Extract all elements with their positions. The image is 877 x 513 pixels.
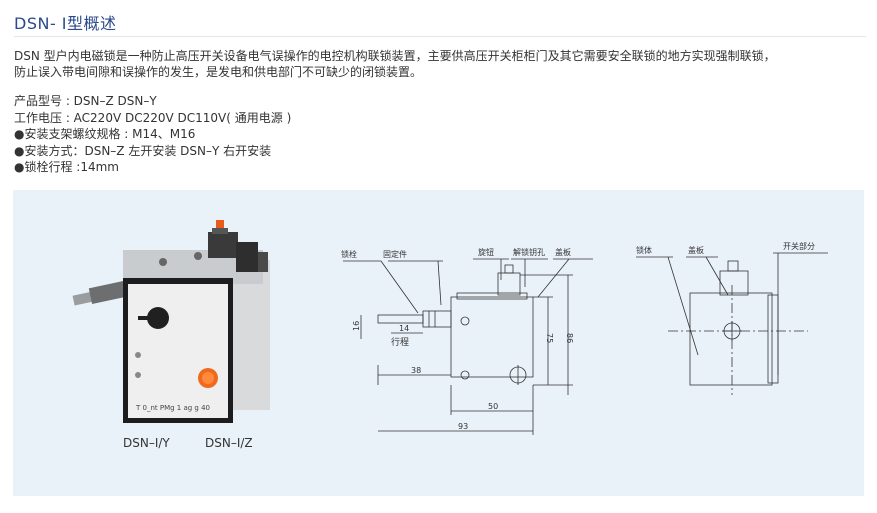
switch-cap <box>504 264 514 274</box>
front-plate <box>128 284 228 418</box>
switch-terminal <box>258 252 268 272</box>
spec-mounting: ●安装方式：DSN–Z 左开安装 DSN–Y 右开安装 <box>14 143 272 158</box>
side-switch-outline <box>719 270 749 296</box>
technical-drawing-front: 锁栓 固定件 旋钮 解锁钥孔 盖板 <box>341 247 593 435</box>
description-line-1: DSN 型户内电磁锁是一种防止高压开关设备电气误操作的电控机构联锁装置，主要供高… <box>14 49 776 63</box>
body-top-rail <box>456 292 528 300</box>
section-title: DSN- Ⅰ型概述 <box>14 14 117 33</box>
label-knob: 旋钮 <box>478 247 494 257</box>
description-line-2: 防止误入带电间隙和误操作的发生，是发电和供电部门不可缺少的闭锁装置。 <box>14 65 423 79</box>
caption-dsn-iz: DSN–I/Z <box>205 436 253 450</box>
pin-collar-outline <box>422 310 452 328</box>
label-unlock-hole: 解锁钥孔 <box>513 247 545 257</box>
spec-stroke: ●锁栓行程 :14mm <box>14 160 119 174</box>
spec-model: 产品型号 : DSN–Z DSN–Y <box>14 94 157 108</box>
caption-dsn-iy: DSN–I/Y <box>123 436 170 450</box>
dim-38: 38 <box>411 366 421 375</box>
label-lock-body: 锁体 <box>636 245 652 255</box>
label-switch-part: 开关部分 <box>783 241 815 251</box>
side-switch-cap <box>727 260 739 272</box>
hole-icon <box>460 316 470 326</box>
dim-16: 16 <box>352 321 361 331</box>
label-side-cover: 盖板 <box>688 245 704 255</box>
dim-75: 75 <box>545 333 554 343</box>
switch-housing <box>236 242 258 272</box>
lock-body-outline <box>450 296 534 378</box>
side-body-outline <box>689 292 773 386</box>
screw-icon <box>159 258 167 266</box>
hole-icon <box>460 370 470 380</box>
leader-line <box>437 260 442 306</box>
label-cover: 盖板 <box>555 247 571 257</box>
label-fixing-part: 固定件 <box>383 249 407 259</box>
title-divider <box>14 36 866 37</box>
label-stroke: 行程 <box>391 336 409 348</box>
switch-button-base <box>212 228 228 234</box>
label-plate: T 0_nt PMg 1 ag g 40 <box>135 404 210 412</box>
dim-50: 50 <box>488 402 498 411</box>
technical-drawing-side: 锁体 盖板 开关部分 <box>636 241 828 395</box>
leader-line <box>380 260 419 314</box>
lock-pin-collar <box>88 280 132 304</box>
figure-panel: T 0_nt PMg 1 ag g 40 DSN–I/Y DSN–I/Z 锁栓 … <box>13 190 864 496</box>
mark-dot <box>135 372 141 378</box>
screw-icon <box>194 252 202 260</box>
switch-button-icon <box>216 220 224 234</box>
spec-bracket: ●安装支架螺纹规格 : M14、M16 <box>14 127 196 141</box>
dim-93: 93 <box>458 422 468 431</box>
description: DSN 型户内电磁锁是一种防止高压开关设备电气误操作的电控机构联锁装置，主要供高… <box>14 48 864 80</box>
pin-outline <box>377 314 424 324</box>
leader-line <box>537 258 570 298</box>
knob-lever <box>138 316 154 320</box>
leader-line <box>705 256 729 296</box>
side-edge <box>767 294 779 384</box>
knob-icon <box>147 307 169 329</box>
indicator-highlight <box>202 372 214 384</box>
label-lock-pin: 锁栓 <box>341 249 357 259</box>
spec-voltage: 工作电压 : AC220V DC220V DC110V( 通用电源 ) <box>14 110 292 125</box>
leader-line <box>667 256 699 356</box>
dim-86: 86 <box>565 333 574 343</box>
product-photo: T 0_nt PMg 1 ag g 40 <box>72 220 270 423</box>
spec-list: 产品型号 : DSN–Z DSN–Y 工作电压 : AC220V DC220V … <box>14 93 514 176</box>
switch-block <box>208 232 238 258</box>
dim-14: 14 <box>399 324 409 333</box>
mark-dot <box>135 352 141 358</box>
